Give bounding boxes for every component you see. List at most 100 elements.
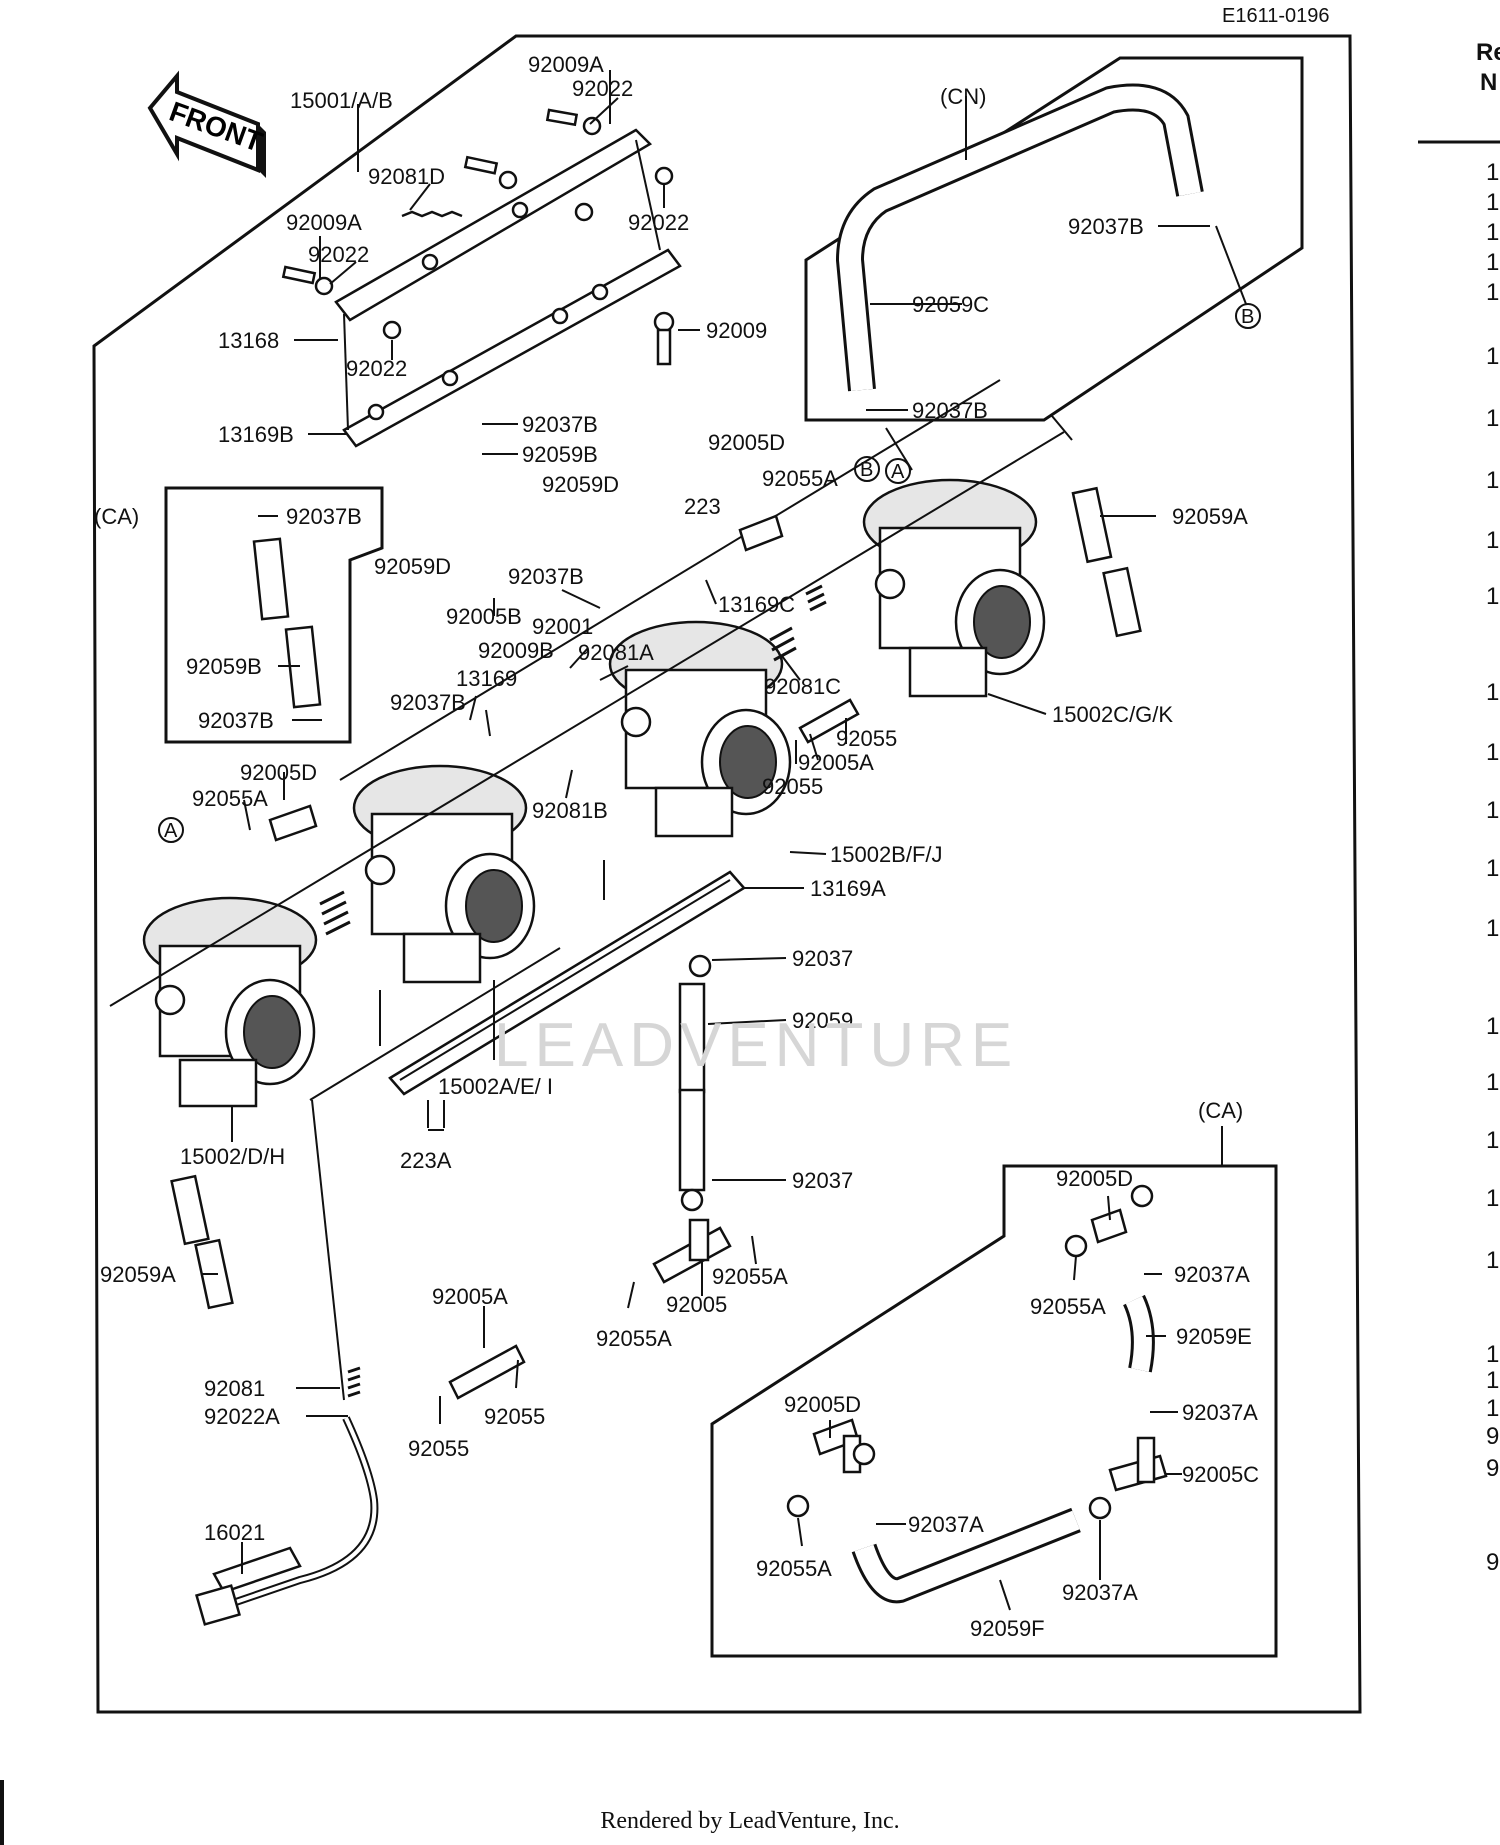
cn-hose-92059C [835,83,1204,392]
callout-92059f: 92059F [970,1616,1045,1641]
callout-92022-top: 92022 [572,76,633,101]
ca-box-right [710,1164,1278,1658]
edge-mark [0,1780,4,1845]
parts-list-fragment: 1 [1486,467,1499,494]
marker-b-cn: B [1241,306,1254,328]
marker-a-left: A [164,820,178,842]
callout-92022-right: 92022 [628,210,689,235]
marker-circles: B B A A [158,303,1261,843]
callout-92022-left: 92022 [308,242,369,267]
leader-lines [165,70,1247,1611]
callout-92009: 92009 [706,318,767,343]
parts-list-fragment: 9 [1486,1455,1499,1482]
callout-92081c: 92081C [764,674,841,699]
parts-list-fragment: 1 [1486,583,1499,610]
springs [319,584,827,1398]
callout-92081b: 92081B [532,798,608,823]
carburetor-15002-D-H [142,896,318,1108]
callout-92009a-top: 92009A [528,52,604,77]
parts-list-fragment: 1 [1486,159,1499,186]
parts-list-fragment: 1 [1486,1247,1499,1274]
alignment-lines [109,379,1065,1101]
callout-223a: 223A [400,1148,452,1173]
callout-92037b-ca2: 92037B [198,708,274,733]
parts-list-header-2: N [1480,69,1497,96]
callout-13169c: 13169C [718,592,795,617]
callout-13168: 13168 [218,328,279,353]
callout-92005d-b: 92005D [240,760,317,785]
center-fuel-hose [652,954,732,1284]
cn-box [804,56,1304,422]
callout-92055a-a: 92055A [762,466,838,491]
parts-list-fragment: 1 [1486,1069,1499,1096]
choke-cable-16021 [195,1099,379,1626]
parts-list-fragment: 1 [1486,1013,1499,1040]
callout-92059d-a: 92059D [542,472,619,497]
callout-16021: 16021 [204,1520,265,1545]
rail-hardware [281,108,675,366]
callout-92037a-c: 92037A [908,1512,984,1537]
parts-list-fragment: 1 [1486,219,1499,246]
callout-15002dh: 15002/D/H [180,1144,285,1169]
callout-13169: 13169 [456,666,517,691]
right-hoses-92059A [1071,486,1142,638]
parts-list-fragment: 1 [1486,343,1499,370]
callout-92009a-left: 92009A [286,210,362,235]
callout-13169b: 13169B [218,422,294,447]
lower-left-hoses [170,1174,234,1310]
callout-13169a: 13169A [810,876,886,901]
parts-list-fragment: 1 [1486,405,1499,432]
callout-92055-b: 92055 [762,774,823,799]
callout-92037b-ca1: 92037B [286,504,362,529]
parts-list-fragment: 1 [1486,1395,1499,1422]
callout-92037b-a: 92037B [522,412,598,437]
callout-92005b: 92005B [446,604,522,629]
callout-92005d-c: 92005D [1056,1166,1133,1191]
parts-list-fragment: 1 [1486,797,1499,824]
parts-list-fragment: 1 [1486,249,1499,276]
callout-92001: 92001 [532,614,593,639]
callout-92037b-b: 92037B [508,564,584,589]
callout-92059a-right: 92059A [1172,504,1248,529]
parts-list-fragment: 1 [1486,189,1499,216]
callout-92005a-b: 92005A [432,1284,508,1309]
callout-cn: (CN) [940,84,986,109]
callout-92081a: 92081A [578,640,654,665]
callout-92059b-a: 92059B [522,442,598,467]
callout-92005: 92005 [666,1292,727,1317]
callout-labels: 15001/A/B 92009A 92022 92081D 92022 9200… [94,52,1259,1641]
callout-92055a-b: 92055A [192,786,268,811]
callout-92055-a: 92055 [836,726,897,751]
diagram-code: E1611-0196 [1222,5,1330,27]
carburetor-15002C-G-K [862,478,1046,698]
callout-92005d-d: 92005D [784,1392,861,1417]
top-rail-15001 [334,128,682,448]
callout-92037b-cn1: 92037B [1068,214,1144,239]
parts-list-fragment: 1 [1486,679,1499,706]
callout-92005a-a: 92005A [798,750,874,775]
callout-15002bfj: 15002B/F/J [830,842,943,867]
parts-list-fragment: 9 [1486,1549,1499,1576]
callout-92005d-a: 92005D [708,430,785,455]
callout-92037a-b: 92037A [1182,1400,1258,1425]
callout-92022-low: 92022 [346,356,407,381]
callout-15002aei: 15002A/E/ I [438,1074,553,1099]
callout-92055a-e: 92055A [1030,1294,1106,1319]
callout-92009b: 92009B [478,638,554,663]
callout-92059e: 92059E [1176,1324,1252,1349]
main-frame [92,34,1362,1714]
callout-92055a-f: 92055A [756,1556,832,1581]
callout-ca-left: (CA) [94,504,139,529]
callout-92055-c: 92055 [408,1436,469,1461]
callout-92037a-a: 92037A [1174,1262,1250,1287]
marker-b-carb: B [860,459,873,481]
parts-list-fragment: 1 [1486,1185,1499,1212]
callout-92081: 92081 [204,1376,265,1401]
ca-left-hoses [252,537,322,709]
fittings [268,514,860,1400]
parts-list-fragment: 1 [1486,915,1499,942]
parts-list-fragment: 9 [1486,1423,1499,1450]
parts-list-header-1: Re [1476,39,1500,66]
watermark: LEADVENTURE [494,1011,1018,1080]
